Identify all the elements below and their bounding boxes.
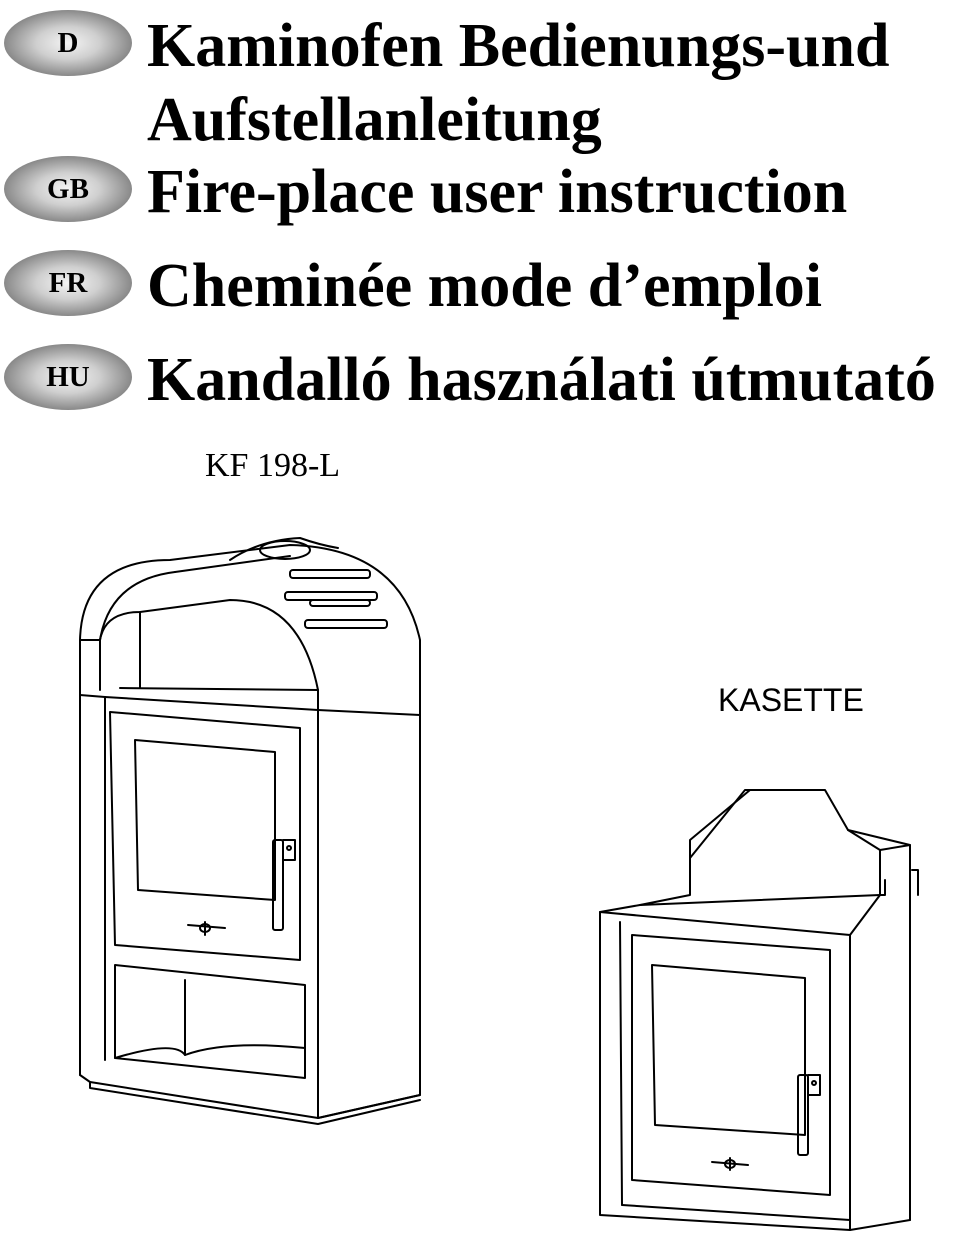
language-badge-d: D [4,10,132,76]
stove-door-handle [273,840,283,930]
stove-arch-outer [80,545,420,715]
stove-vent-slots [285,570,387,628]
kasette-label: KASETTE [718,682,864,718]
kasette-door-glass [652,965,805,1135]
stove-wood-compartment [115,965,305,1078]
stove-door [110,712,300,960]
language-badge-label: HU [46,360,90,393]
model-number: KF 198-L [205,447,341,484]
kasette-frame [600,912,850,1230]
stove-door-glass [135,740,275,900]
language-badge-label: GB [47,172,89,205]
language-badge-label: D [57,26,79,59]
language-badge-fr: FR [4,250,132,316]
kasette-door-handle [798,1075,808,1155]
language-badge-gb: GB [4,156,132,222]
stove-base [80,1075,420,1118]
title-french: Cheminée mode d’emploi [147,252,823,320]
title-hungarian: Kandalló használati útmutató [147,346,936,414]
title-english: Fire-place user instruction [147,158,848,226]
title-german-line2: Aufstellanleitung [147,86,602,154]
kasette-hood [640,790,880,905]
stove-arch-inner [100,600,318,690]
language-badge-hu: HU [4,344,132,410]
kasette-door [632,935,830,1195]
language-badge-label: FR [48,266,88,299]
title-german-line1: Kaminofen Bedienungs-und [147,12,890,80]
